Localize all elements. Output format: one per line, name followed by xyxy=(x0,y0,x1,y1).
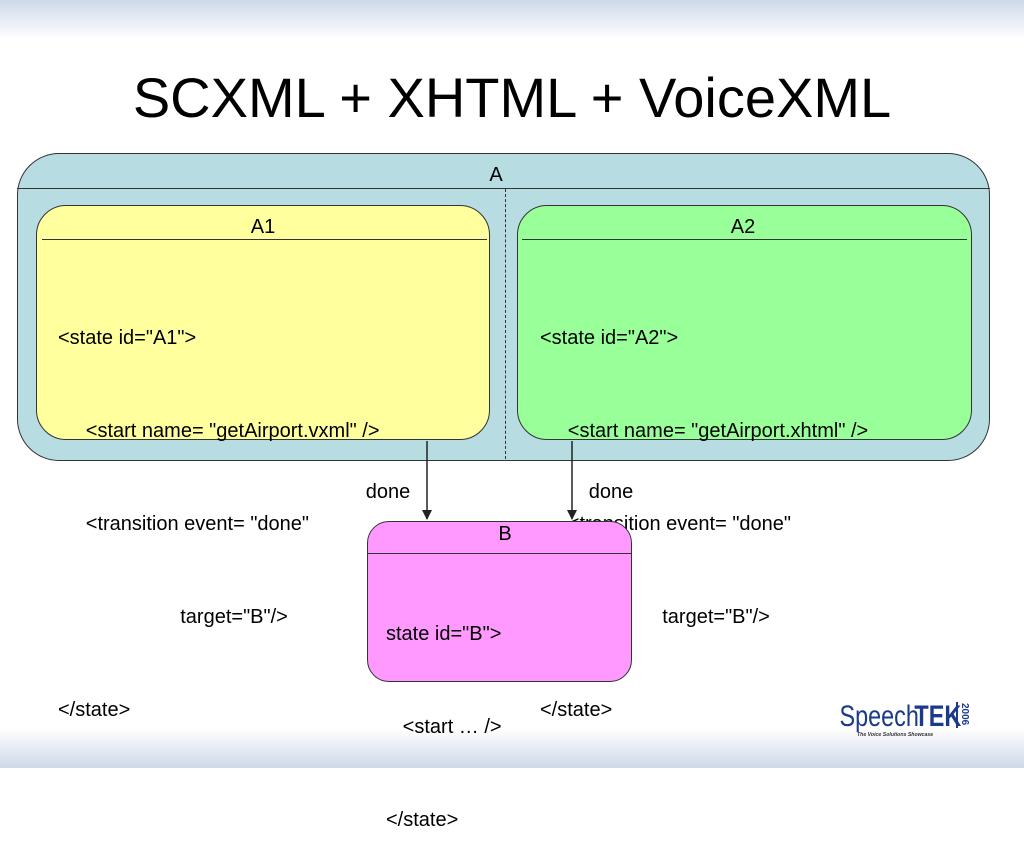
code-line: <start name= "getAirport.vxml" /> xyxy=(58,420,380,442)
code-line: </state> xyxy=(386,809,459,831)
state-a2-code: <state id="A2"> <start name= "getAirport… xyxy=(540,261,868,757)
code-line: target="B"/> xyxy=(540,606,770,628)
state-b-divider xyxy=(367,553,632,554)
state-b-box xyxy=(367,521,632,682)
state-a1-code: <state id="A1"> <start name= "getAirport… xyxy=(58,261,380,757)
logo-year: 2006 xyxy=(959,703,970,726)
slide-title: SCXML + XHTML + VoiceXML xyxy=(132,66,892,129)
state-a1-divider xyxy=(42,239,487,240)
code-line: <start … /> xyxy=(386,716,502,738)
code-line: </state> xyxy=(540,699,613,721)
footer-gradient-band xyxy=(0,728,1024,768)
logo-word-tek: TEK xyxy=(914,699,961,732)
code-line: </state> xyxy=(58,699,131,721)
code-line: <state id="A2"> xyxy=(540,327,679,349)
code-line: <start name= "getAirport.xhtml" /> xyxy=(540,420,869,442)
code-line: <state id="A1"> xyxy=(58,327,197,349)
state-a2-label: A2 xyxy=(730,216,756,238)
state-a-divider xyxy=(17,188,990,189)
state-a1-box xyxy=(36,205,490,440)
state-a2-box xyxy=(517,205,972,440)
state-a-label: A xyxy=(489,164,503,186)
transition-arrows xyxy=(422,441,577,520)
state-a1-label: A1 xyxy=(250,216,276,238)
logo-word-speech: Speech xyxy=(840,699,919,732)
state-b-code: state id="B"> <start … /> </state> xyxy=(386,557,502,867)
header-gradient-band xyxy=(0,0,1024,40)
code-line: <transition event= "done" xyxy=(58,513,310,535)
code-line: state id="B"> xyxy=(386,623,502,645)
code-line: target="B"/> xyxy=(58,606,288,628)
state-a2-divider xyxy=(522,239,967,240)
concurrency-divider xyxy=(505,189,506,459)
speechtek-logo: Speech TEK 2006 The Voice Solutions Show… xyxy=(840,699,970,738)
transition-label-a2-b: done xyxy=(588,481,634,503)
state-b-label: B xyxy=(498,523,512,545)
transition-label-a1-b: done xyxy=(365,481,411,503)
logo-tagline: The Voice Solutions Showcase xyxy=(857,732,933,738)
